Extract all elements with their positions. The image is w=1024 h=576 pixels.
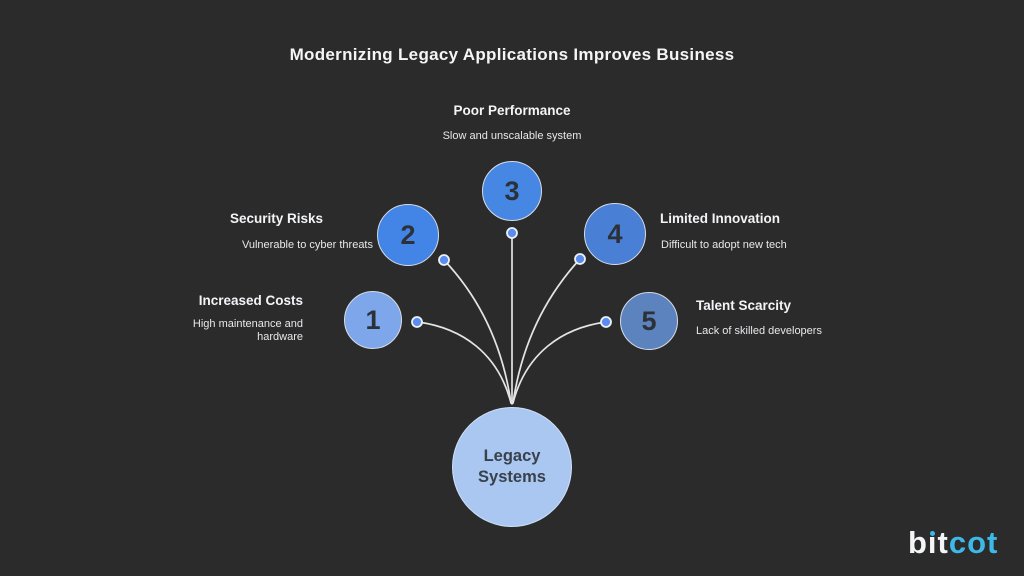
- brand-logo-white-part: bit: [908, 525, 949, 560]
- brand-logo: bitcot: [908, 527, 998, 558]
- factor-number-4: 4: [607, 218, 623, 249]
- factor-subtitle-poor-performance: Slow and unscalable system: [442, 130, 582, 142]
- factor-subtitle-security-risks: Vulnerable to cyber threats: [241, 239, 373, 251]
- diagram-title: Modernizing Legacy Applications Improves…: [289, 45, 735, 64]
- connector-dots: [411, 227, 612, 328]
- center-node-legacy-systems: Legacy Systems: [452, 407, 572, 527]
- connector-curve-5: [512, 321, 607, 404]
- connector-curve-1: [417, 321, 512, 404]
- factor-subtitle-talent-scarcity: Lack of skilled developers: [696, 325, 822, 337]
- factor-subtitle-increased-costs: High maintenance and hardware: [192, 318, 303, 343]
- factor-number-3: 3: [504, 175, 520, 206]
- factor-number-1: 1: [365, 304, 381, 335]
- factor-node-5: 5: [620, 292, 678, 350]
- factor-heading-limited-innovation: Limited Innovation: [660, 211, 780, 226]
- center-node-label: Legacy Systems: [478, 446, 546, 486]
- connector-curve-4: [512, 258, 581, 404]
- factor-subtitle-limited-innovation: Difficult to adopt new tech: [661, 239, 787, 251]
- factor-heading-increased-costs: Increased Costs: [198, 293, 303, 308]
- connector-dot-5: [600, 316, 612, 328]
- connector-curves: [417, 232, 607, 405]
- factor-number-2: 2: [400, 219, 416, 250]
- factor-heading-talent-scarcity: Talent Scarcity: [696, 298, 792, 313]
- connector-dot-2: [438, 254, 450, 266]
- factor-node-4: 4: [584, 203, 646, 265]
- connector-dot-4: [574, 253, 586, 265]
- connector-dot-1: [411, 316, 423, 328]
- factor-node-1: 1: [344, 291, 402, 349]
- factor-number-5: 5: [641, 305, 657, 336]
- brand-logo-accent-part: cot: [948, 525, 999, 560]
- factor-node-3: 3: [482, 161, 542, 221]
- factor-heading-poor-performance: Poor Performance: [453, 103, 571, 118]
- connector-dot-3: [506, 227, 518, 239]
- factor-node-2: 2: [377, 204, 439, 266]
- factor-heading-security-risks: Security Risks: [229, 211, 323, 226]
- logo-i-dot: [929, 531, 935, 536]
- connector-curve-2: [443, 259, 512, 404]
